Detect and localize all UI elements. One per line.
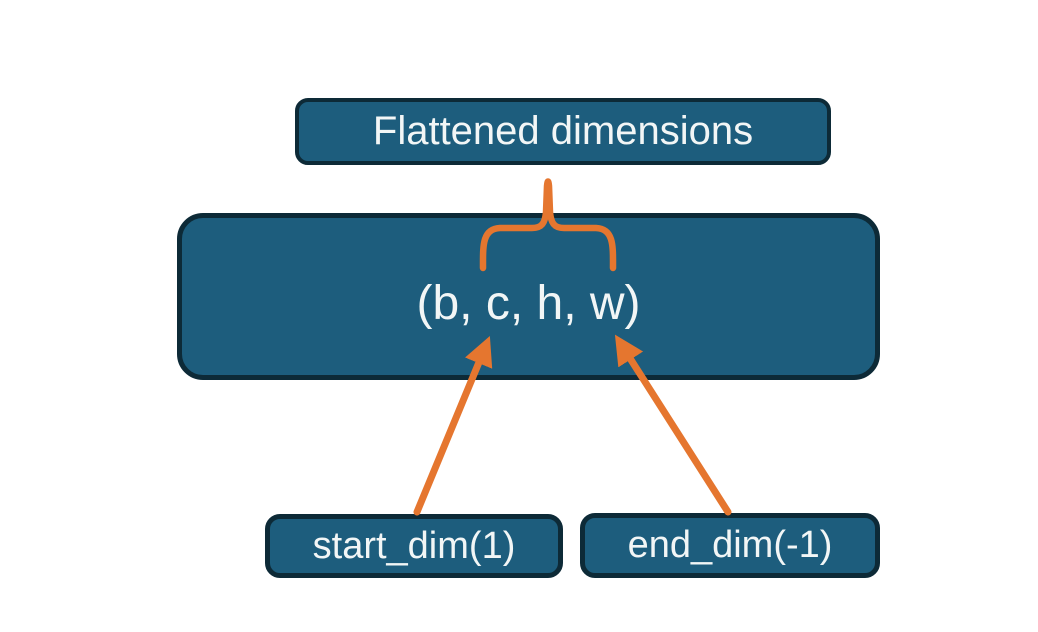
flattened-dimensions-box: Flattened dimensions <box>295 98 831 165</box>
start-dim-label: start_dim(1) <box>312 524 516 567</box>
start-dim-box: start_dim(1) <box>265 514 563 578</box>
tensor-shape-box: (b, c, h, w) <box>177 213 880 380</box>
flattened-dimensions-label: Flattened dimensions <box>372 109 754 153</box>
tensor-shape-label: (b, c, h, w) <box>416 277 641 330</box>
end-dim-label: end_dim(-1) <box>627 524 833 566</box>
end-dim-box: end_dim(-1) <box>580 513 880 578</box>
